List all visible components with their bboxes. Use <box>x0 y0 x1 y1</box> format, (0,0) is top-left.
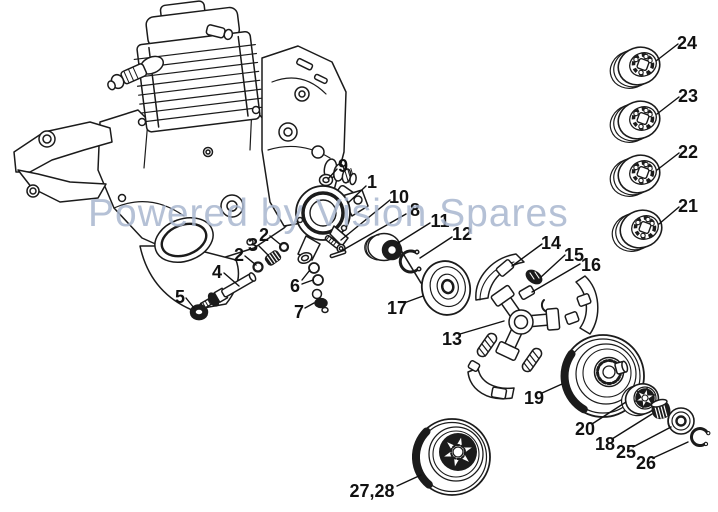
clutch-spring-b-drawing <box>519 345 545 375</box>
rim-sprocket-22-drawing <box>603 147 667 204</box>
part-label-10: 10 <box>389 187 409 207</box>
leader-lines <box>185 43 689 487</box>
rim-sprocket-24-drawing <box>603 39 667 96</box>
part-label-1: 1 <box>367 172 377 192</box>
part-label-14: 14 <box>541 233 561 253</box>
washer-25-drawing <box>667 407 695 435</box>
needle-cage-18-drawing <box>650 398 671 420</box>
part-label-7: 7 <box>294 302 304 322</box>
part-label-4: 4 <box>212 262 222 282</box>
part-number-labels: 9 1 10 8 11 12 2 3 2 4 5 6 7 17 13 14 15… <box>175 33 698 501</box>
oring-2b-drawing <box>252 261 264 273</box>
part-label-16: 16 <box>581 255 601 275</box>
rim-sprocket-23-drawing <box>603 93 667 150</box>
part-label-19: 19 <box>524 388 544 408</box>
crankshaft-stub-drawing <box>323 158 357 186</box>
clutch-drum-19-drawing <box>560 334 645 418</box>
e-clip-26-drawing <box>690 427 711 447</box>
rim-sprocket-21-drawing <box>605 202 669 259</box>
oring-2a-drawing <box>278 241 290 253</box>
part-label-11: 11 <box>430 211 449 231</box>
oil-pump-body-drawing <box>295 184 369 265</box>
part-label-27-28: 27,28 <box>349 481 394 501</box>
part-label-3: 3 <box>248 235 258 255</box>
part-label-6: 6 <box>290 276 300 296</box>
part-label-17: 17 <box>387 298 407 318</box>
clip-12-drawing <box>398 246 422 284</box>
part-label-8: 8 <box>410 200 420 220</box>
part-label-25: 25 <box>616 442 636 462</box>
part-label-5: 5 <box>175 287 185 307</box>
engine-crankcase-drawing <box>13 0 357 311</box>
pin-8-drawing <box>329 249 347 259</box>
clutch-shoe-16-right-drawing <box>564 275 599 335</box>
spur-sprocket-27-28-drawing <box>411 418 491 496</box>
rim-sprocket-20-drawing <box>620 383 660 417</box>
part-label-15: 15 <box>564 245 584 265</box>
nut-5-drawing <box>189 304 209 321</box>
clutch-shoe-bottom-drawing <box>467 360 515 400</box>
part-label-18: 18 <box>595 434 615 454</box>
part-label-22: 22 <box>678 142 698 162</box>
valve-7-drawing <box>311 288 329 314</box>
clutch-spring-a-drawing <box>474 330 500 360</box>
cylinder-drawing <box>133 0 264 133</box>
part-label-26: 26 <box>636 453 656 473</box>
spark-plug-drawing <box>107 55 165 91</box>
spring-3-drawing <box>264 250 282 266</box>
part-label-2b: 2 <box>234 245 244 265</box>
worm-11-drawing <box>364 232 403 262</box>
part-label-12: 12 <box>452 224 472 244</box>
part-label-23: 23 <box>678 86 698 106</box>
washer-17-drawing <box>420 260 472 316</box>
part-16-drawing <box>518 285 555 314</box>
part-label-9: 9 <box>338 156 348 176</box>
part-label-20: 20 <box>575 419 595 439</box>
oring-6a-drawing <box>308 262 320 274</box>
oring-6b-drawing <box>312 274 324 286</box>
part-label-2a: 2 <box>259 225 269 245</box>
clutch-hub-13-drawing <box>490 284 561 361</box>
part-label-13: 13 <box>442 329 462 349</box>
part-label-24: 24 <box>677 33 697 53</box>
part-label-21: 21 <box>678 196 698 216</box>
part-15-hatch <box>529 271 540 280</box>
